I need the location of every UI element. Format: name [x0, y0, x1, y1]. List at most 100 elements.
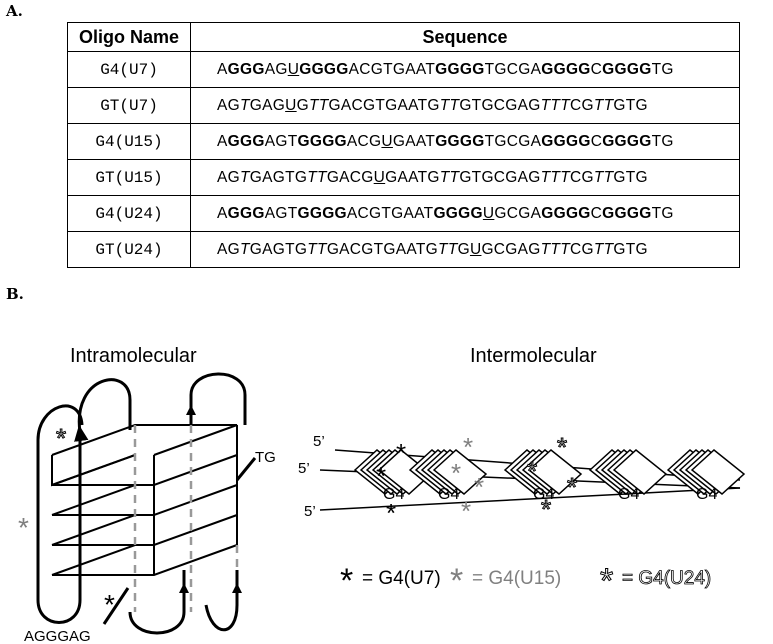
tetrad-plate: [690, 449, 746, 495]
asterisk-u7: *: [376, 461, 386, 491]
column-header-sequence: Sequence: [190, 22, 740, 52]
sequence-segment: T: [240, 96, 250, 114]
sequence-cell: AGGGAGTGGGGACGUGAATGGGGTGCGAGGGGCGGGGTG: [190, 123, 740, 160]
sequence-segment: TTT: [540, 240, 570, 258]
legend-text-u15: = G4(U15): [472, 568, 561, 589]
asterisk-u15-intra: *: [18, 512, 29, 543]
sequence-segment: A: [217, 60, 228, 78]
table-row: G4(U15)AGGGAGTGGGGACGUGAATGGGGTGCGAGGGGC…: [67, 123, 740, 160]
sequence-segment: A: [217, 132, 228, 150]
sequence-segment: TG: [651, 60, 674, 78]
sequence-segment: GTGCGAG: [459, 96, 541, 114]
panel-b-label: B.: [6, 285, 24, 303]
sequence-segment: GGGG: [297, 204, 347, 222]
sequence-segment: U: [381, 132, 393, 150]
asterisk-u7: *: [386, 498, 396, 528]
sequence-segment: GGGG: [435, 132, 485, 150]
sequence-segment: GACGTGAATG: [328, 96, 440, 114]
g4-label: G4: [696, 486, 717, 503]
sequence-segment: GAATG: [385, 168, 440, 186]
sequence-segment: GTG: [613, 168, 648, 186]
oligo-name-cell: G4(U7): [67, 51, 191, 88]
sequence-segment: G: [457, 240, 470, 258]
strand-label-1: 5’: [313, 433, 325, 450]
g4-label: G4: [533, 486, 554, 503]
label-3prime-tg: TG: [255, 449, 276, 466]
legend: * = G4(U7) * = G4(U15) * = G4(U24): [340, 562, 712, 601]
sequence-segment: GCGA: [494, 204, 542, 222]
sequence-segment: CG: [569, 96, 594, 114]
sequence-cell: AGGGAGUGGGGACGTGAATGGGGTGCGAGGGGCGGGGTG: [190, 51, 740, 88]
oligo-name-cell: G4(U24): [67, 195, 191, 232]
g4-unit: [588, 449, 668, 495]
label-5prime-agggag: AGGGAG: [24, 628, 91, 644]
sequence-segment: C: [590, 132, 603, 150]
sequence-segment: GGG: [227, 204, 265, 222]
intermolecular-title: Intermolecular: [470, 345, 597, 367]
table-body: G4(U7)AGGGAGUGGGGACGTGAATGGGGTGCGAGGGGCG…: [67, 51, 740, 268]
g4-unit: [408, 449, 488, 495]
sequence-segment: TT: [307, 168, 327, 186]
asterisk-u24: *: [567, 472, 577, 502]
sequence-cell: AGTGAGTGTTGACGTGAATGTTGUGCGAGTTTCGTTGTG: [190, 231, 740, 268]
sequence-segment: AG: [264, 60, 288, 78]
sequence-segment: T: [240, 240, 250, 258]
sequence-segment: AG: [217, 96, 240, 114]
sequence-segment: TGCGA: [484, 132, 542, 150]
tetrad-plate: [527, 449, 583, 495]
sequence-segment: U: [469, 240, 482, 258]
asterisk-u24: *: [541, 494, 551, 524]
sequence-segment: A: [217, 204, 228, 222]
sequence-segment: C: [590, 60, 603, 78]
sequence-segment: GCGAG: [481, 240, 541, 258]
sequence-segment: CG: [569, 240, 594, 258]
table-row: GT(U15)AGTGAGTGTTGACGUGAATGTTGTGCGAGTTTC…: [67, 159, 740, 196]
sequence-segment: TT: [593, 96, 614, 114]
g4-units: [353, 449, 746, 495]
oligo-name-cell: GT(U24): [67, 231, 191, 268]
sequence-segment: GGGG: [602, 204, 652, 222]
sequence-segment: GACG: [326, 168, 374, 186]
sequence-segment: GGGG: [297, 132, 347, 150]
legend-text-u24: = G4(U24): [622, 568, 711, 589]
tetrad-plate: [612, 449, 668, 495]
oligo-table: Oligo Name Sequence G4(U7)AGGGAGUGGGGACG…: [67, 22, 740, 268]
sequence-segment: TG: [651, 204, 674, 222]
sequence-segment: GGGG: [299, 60, 349, 78]
sequence-segment: GAGTG: [249, 240, 308, 258]
g4-unit: [503, 449, 583, 495]
sequence-segment: TT: [439, 96, 460, 114]
sequence-segment: TT: [309, 96, 329, 114]
sequence-segment: C: [590, 204, 603, 222]
sequence-segment: GGGG: [433, 204, 483, 222]
asterisk-u7-intra: *: [104, 589, 115, 620]
asterisk-u15: *: [463, 432, 473, 462]
sequence-cell: AGGGAGTGGGGACGTGAATGGGGUGCGAGGGGCGGGGTG: [190, 195, 740, 232]
sequence-segment: GGGG: [602, 60, 652, 78]
sequence-segment: TT: [593, 168, 614, 186]
intramolecular-schematic: [36, 372, 257, 635]
sequence-segment: U: [482, 204, 495, 222]
sequence-segment: TTT: [540, 96, 570, 114]
sequence-segment: TGCGA: [484, 60, 542, 78]
legend-symbol-u7: *: [340, 562, 353, 600]
g4-label: G4: [618, 486, 639, 503]
strand-label-3: 5’: [304, 503, 316, 520]
sequence-segment: AGT: [264, 204, 298, 222]
strand-label-2: 5’: [298, 460, 310, 477]
sequence-segment: ACGTGAAT: [346, 204, 434, 222]
table-row: G4(U24)AGGGAGTGGGGACGTGAATGGGGUGCGAGGGGC…: [67, 195, 740, 232]
asterisk-u24-intra: *: [56, 423, 66, 453]
asterisk-u24: *: [527, 456, 537, 486]
sequence-segment: GGGG: [602, 132, 652, 150]
sequence-segment: GGG: [227, 60, 265, 78]
sequence-segment: GGGG: [541, 132, 591, 150]
sequence-segment: TT: [439, 168, 460, 186]
sequence-segment: ACGTGAAT: [348, 60, 436, 78]
sequence-segment: U: [373, 168, 386, 186]
sequence-segment: TT: [307, 240, 327, 258]
legend-text-u7: = G4(U7): [362, 568, 441, 589]
loop-top-right: [189, 372, 247, 425]
sequence-segment: AGT: [264, 132, 298, 150]
